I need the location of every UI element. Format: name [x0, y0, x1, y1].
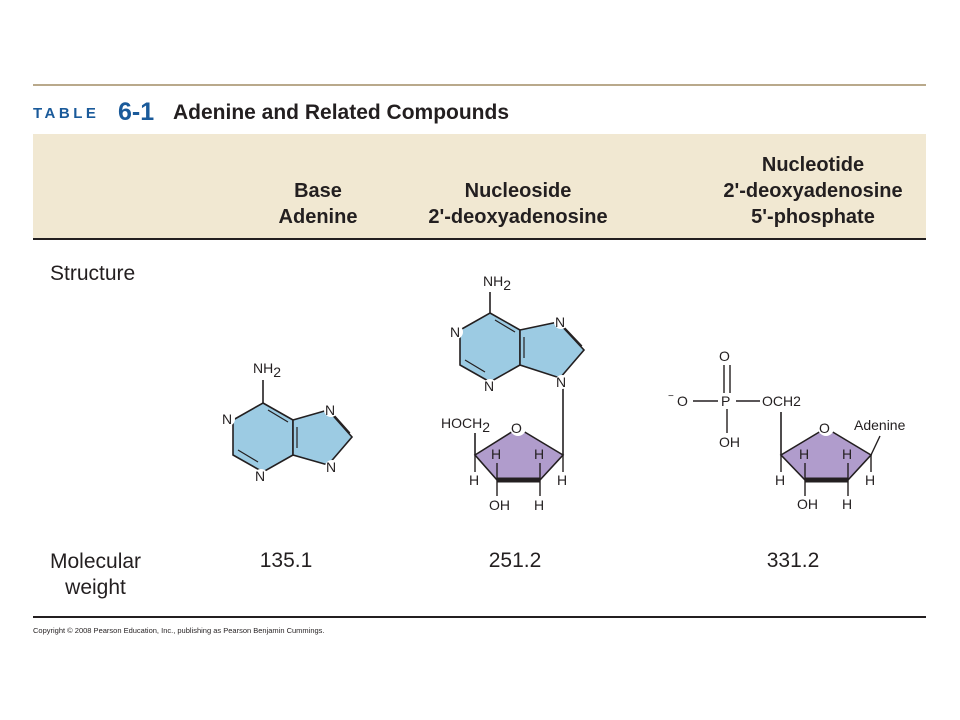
column-header-nucleotide: Nucleotide 2'-deoxyadenosine 5'-phosphat… [693, 134, 933, 238]
mw-label-line1: Molecular [50, 550, 142, 573]
header-band: Base Adenine Nucleoside 2'-deoxyadenosin… [33, 134, 926, 240]
nucleotide-och-sub: 2 [793, 393, 801, 409]
svg-text:NH2: NH2 [253, 360, 281, 380]
nucleoside-structure: NH2 N N N N O HOCH2 H H H H OH H [441, 270, 586, 513]
mw-value-nucleoside: 251.2 [488, 549, 542, 572]
nucleotide-structure: O − O P OCH2 OH O Adenine H H H H OH H [668, 348, 906, 512]
nucleotide-ring-o: O [819, 420, 830, 436]
nucleotide-o-top: O [719, 348, 730, 364]
nucleoside-hoch: HOCH [441, 415, 482, 431]
column-header-nucleotide-line1: Nucleotide [761, 154, 865, 176]
nucleotide-h-1: H [865, 472, 875, 488]
table-label: TABLE [33, 105, 100, 122]
svg-text:HOCH2: HOCH2 [441, 415, 490, 435]
column-header-nucleoside-line3: 2'-deoxyadenosine [428, 206, 608, 228]
adenine-structure: NH2 N N N N [221, 358, 354, 484]
table-number: 6-1 [118, 98, 155, 126]
column-header-nucleoside-line2: Nucleoside [464, 180, 572, 202]
adenine-nh: NH [253, 360, 273, 376]
nucleotide-h-3up: H [799, 446, 809, 462]
nucleoside-nh: NH [483, 273, 503, 289]
top-rule [33, 84, 926, 86]
nucleoside-h-3up: H [491, 446, 501, 462]
nucleoside-h-2up: H [534, 446, 544, 462]
nucleoside-ring-o: O [511, 420, 522, 436]
nucleotide-o-left: O [677, 393, 688, 409]
nucleoside-h-1: H [557, 472, 567, 488]
nucleoside-n9: N [556, 374, 566, 390]
row-label-structure: Structure [50, 262, 136, 285]
adenine-nh-sub: 2 [273, 364, 281, 380]
column-header-nucleotide-line2: 2'-deoxyadenosine [723, 180, 903, 202]
mw-value-nucleotide: 331.2 [766, 549, 820, 572]
nucleotide-h-4: H [775, 472, 785, 488]
nucleotide-minus: − [668, 391, 674, 402]
nucleoside-n1: N [450, 324, 460, 340]
nucleotide-och: OCH [762, 393, 793, 409]
svg-text:OCH2: OCH2 [762, 393, 801, 409]
nucleoside-n7: N [555, 314, 565, 330]
copyright-text: Copyright © 2008 Pearson Education, Inc.… [33, 626, 325, 635]
adenine-n3: N [255, 468, 265, 484]
row-label-molecular-weight: Molecular weight [50, 549, 141, 601]
adenine-n9: N [326, 459, 336, 475]
column-header-nucleoside: Nucleoside 2'-deoxyadenosine [403, 134, 633, 238]
nucleotide-adenine: Adenine [854, 417, 906, 433]
mw-value-base: 135.1 [259, 549, 313, 572]
column-header-base-line3: Adenine [278, 206, 358, 228]
adenine-n1: N [222, 411, 232, 427]
nucleoside-oh: OH [489, 497, 510, 513]
nucleoside-h-4: H [469, 472, 479, 488]
table-title-text: Adenine and Related Compounds [173, 101, 510, 124]
bottom-rule [33, 616, 926, 618]
nucleotide-oh: OH [797, 496, 818, 512]
nucleotide-oh-p: OH [719, 434, 740, 450]
column-header-base-line2: Base [294, 180, 342, 202]
nucleoside-h-2down: H [534, 497, 544, 513]
column-header-nucleotide-line3: 5'-phosphate [751, 206, 875, 228]
svg-text:NH2: NH2 [483, 273, 511, 293]
column-header-base: Base Adenine [218, 134, 418, 238]
mw-label-line2: weight [65, 576, 126, 599]
nucleoside-hoch-sub: 2 [482, 419, 490, 435]
adenine-n7: N [325, 402, 335, 418]
nucleoside-nh-sub: 2 [503, 277, 511, 293]
nucleotide-h-2down: H [842, 496, 852, 512]
nucleoside-n3: N [484, 378, 494, 394]
nucleotide-p: P [721, 393, 730, 409]
nucleotide-h-2up: H [842, 446, 852, 462]
